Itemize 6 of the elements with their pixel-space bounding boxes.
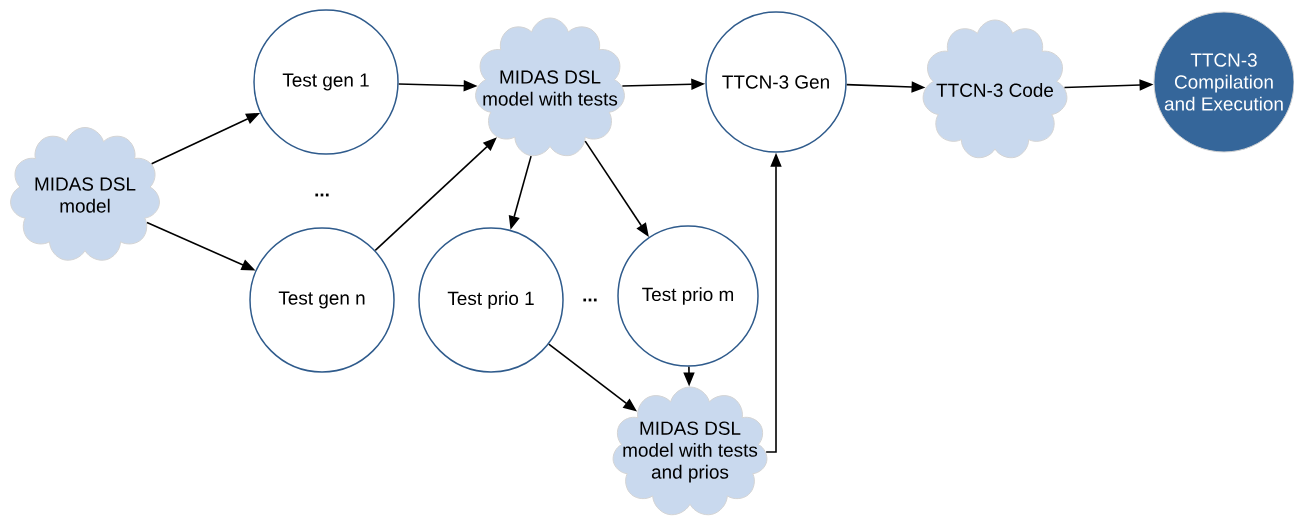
ellipsis: ... (315, 193, 329, 197)
ellipsis: ... (583, 298, 597, 302)
cloud: TTCN-3 Code (922, 19, 1068, 159)
cloud: MIDAS DSL model with tests and prios (612, 386, 768, 516)
cloud: MIDAS DSL model (10, 127, 160, 261)
cloud: MIDAS DSL model with tests (475, 17, 625, 157)
